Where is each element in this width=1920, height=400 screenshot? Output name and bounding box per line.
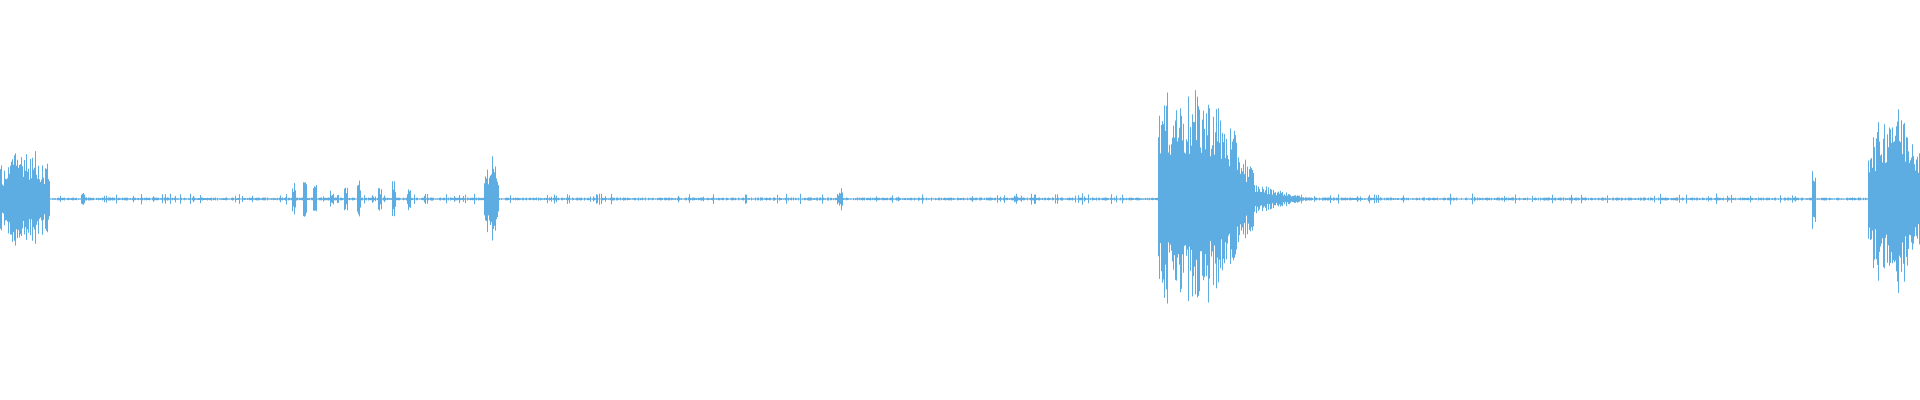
waveform-lines [0,90,1920,304]
waveform-path [0,90,1920,304]
